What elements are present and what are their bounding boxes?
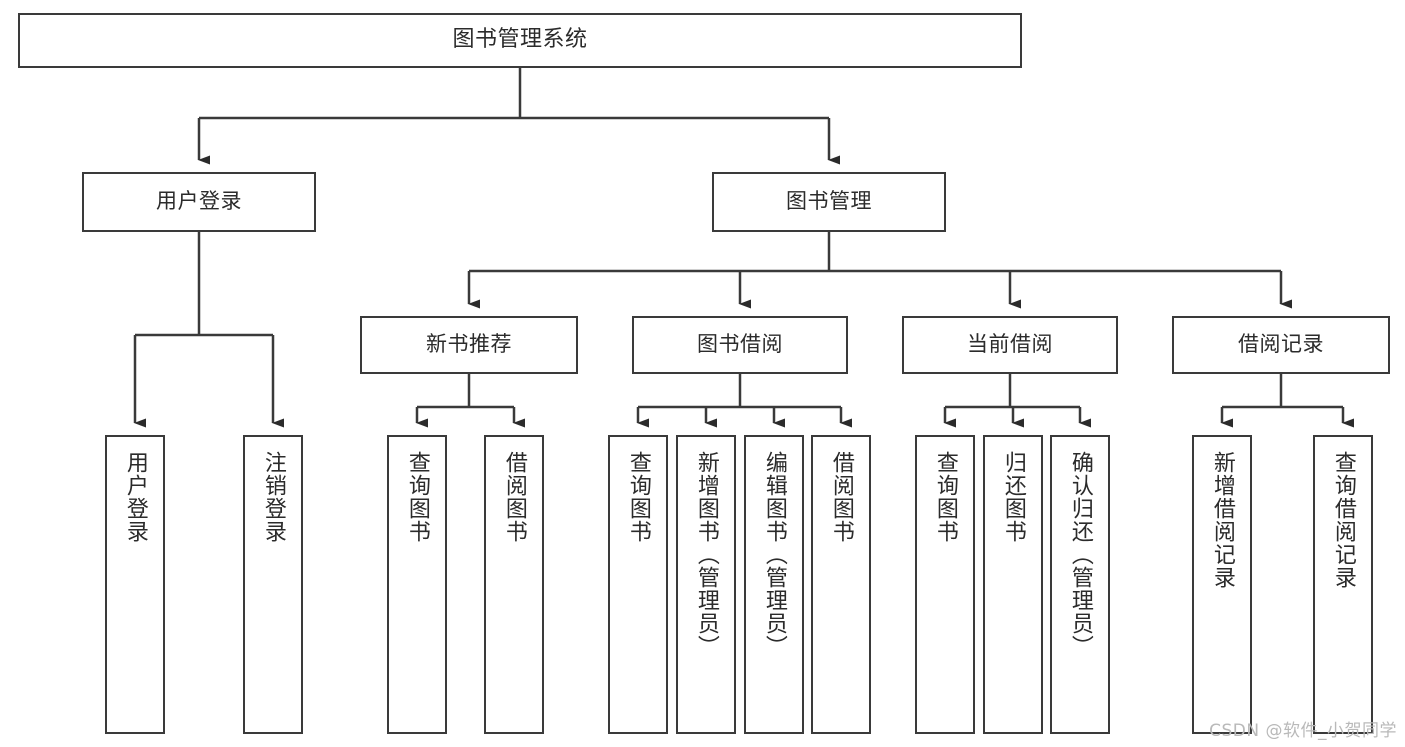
node-label: 图书借阅 bbox=[697, 332, 783, 357]
node-root: 图书管理系统 bbox=[18, 13, 1022, 68]
node-label: 借阅记录 bbox=[1238, 332, 1324, 357]
node-label: 图书管理系统 bbox=[452, 27, 588, 53]
node-label: 查询图书 bbox=[932, 451, 958, 543]
node-l-bo-query: 查询图书 bbox=[608, 435, 668, 734]
node-label: 当前借阅 bbox=[967, 332, 1053, 357]
node-label: 查询图书 bbox=[404, 451, 430, 543]
node-label: 新增图书（管理员） bbox=[693, 451, 719, 658]
node-label: 新增借阅记录 bbox=[1209, 451, 1235, 589]
node-newbook: 新书推荐 bbox=[360, 316, 578, 374]
node-label: 图书管理 bbox=[786, 189, 872, 214]
node-label: 查询借阅记录 bbox=[1330, 451, 1356, 589]
node-l-bo-add: 新增图书（管理员） bbox=[676, 435, 736, 734]
node-l-bo-edit: 编辑图书（管理员） bbox=[744, 435, 804, 734]
node-l-re-add: 新增借阅记录 bbox=[1192, 435, 1252, 734]
node-label: 归还图书 bbox=[1000, 451, 1026, 543]
node-label: 借阅图书 bbox=[501, 451, 527, 543]
node-l-login: 用户登录 bbox=[105, 435, 165, 734]
node-label: 借阅图书 bbox=[828, 451, 854, 543]
node-l-cu-return: 归还图书 bbox=[983, 435, 1043, 734]
node-l-cu-confirm: 确认归还（管理员） bbox=[1050, 435, 1110, 734]
node-login: 用户登录 bbox=[82, 172, 316, 232]
node-l-nb-query: 查询图书 bbox=[387, 435, 447, 734]
node-label: 编辑图书（管理员） bbox=[761, 451, 787, 658]
node-label: 用户登录 bbox=[122, 451, 148, 543]
node-borrow: 图书借阅 bbox=[632, 316, 848, 374]
node-record: 借阅记录 bbox=[1172, 316, 1390, 374]
node-l-bo-borrow: 借阅图书 bbox=[811, 435, 871, 734]
node-l-cu-query: 查询图书 bbox=[915, 435, 975, 734]
node-l-nb-borrow: 借阅图书 bbox=[484, 435, 544, 734]
node-l-logout: 注销登录 bbox=[243, 435, 303, 734]
node-label: 注销登录 bbox=[260, 451, 286, 543]
node-label: 查询图书 bbox=[625, 451, 651, 543]
node-current: 当前借阅 bbox=[902, 316, 1118, 374]
node-l-re-query: 查询借阅记录 bbox=[1313, 435, 1373, 734]
node-label: 新书推荐 bbox=[426, 332, 512, 357]
node-bookmgmt: 图书管理 bbox=[712, 172, 946, 232]
node-label: 确认归还（管理员） bbox=[1067, 451, 1093, 658]
node-label: 用户登录 bbox=[156, 189, 242, 214]
